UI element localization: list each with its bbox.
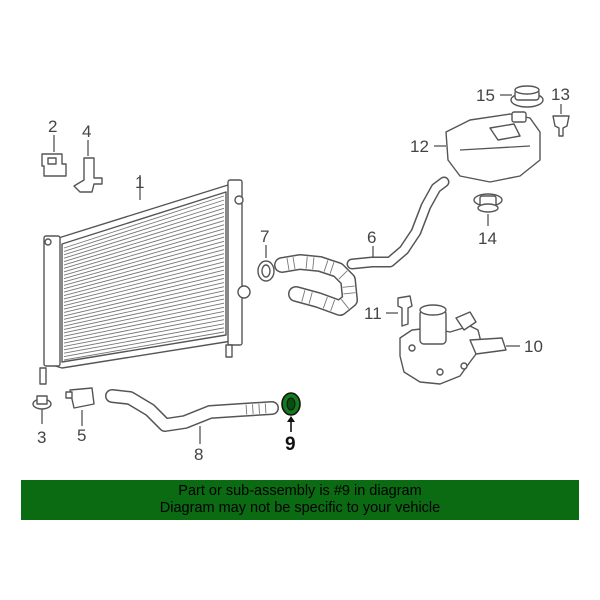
label-part-10: 10 [524, 337, 543, 356]
hose-part-8 [105, 389, 279, 444]
clamp-part-9-highlighted [281, 392, 301, 432]
isolator-part-3 [32, 395, 52, 424]
label-part-6: 6 [367, 228, 376, 247]
valve-part-14 [473, 193, 503, 226]
bolt-part-13 [552, 104, 570, 137]
bracket-part-2 [41, 135, 67, 177]
label-part-4: 4 [82, 122, 91, 141]
label-part-13: 13 [551, 85, 570, 104]
hose-part-6 [346, 176, 450, 270]
label-part-7: 7 [260, 227, 269, 246]
clip-part-5 [65, 387, 95, 426]
pressure-cap-part-15 [500, 85, 544, 108]
banner-line-1: Part or sub-assembly is #9 in diagram [178, 483, 422, 499]
bolt-part-11 [386, 295, 413, 327]
label-part-11: 11 [364, 304, 382, 323]
clamp-part-7 [257, 245, 275, 282]
label-part-1: 1 [135, 173, 144, 192]
upper-radiator-hose [274, 254, 358, 316]
banner-line-2: Diagram may not be specific to your vehi… [159, 500, 441, 516]
label-part-12: 12 [410, 137, 429, 156]
reservoir-part-12 [434, 111, 541, 183]
part-info-banner: Part or sub-assembly is #9 in diagram Di… [21, 480, 579, 520]
label-part-5: 5 [77, 426, 86, 445]
label-part-8: 8 [194, 445, 203, 464]
label-part-15: 15 [476, 86, 495, 105]
label-part-3: 3 [37, 428, 46, 447]
label-part-14: 14 [478, 229, 497, 248]
bracket-part-4 [73, 140, 103, 193]
label-part-9: 9 [285, 434, 296, 455]
label-part-2: 2 [48, 117, 57, 136]
thermostat-housing-part-10 [399, 304, 520, 385]
radiator-part-1 [39, 175, 251, 385]
